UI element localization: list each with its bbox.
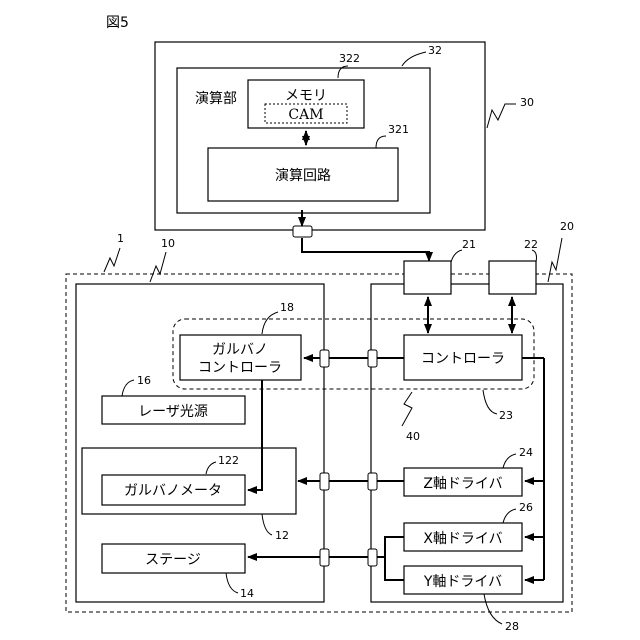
z-connector-a xyxy=(320,473,329,490)
galvano-connector-a xyxy=(320,350,329,367)
figure-title: 図5 xyxy=(106,15,129,31)
interface-21-box xyxy=(404,261,451,294)
ref-32: 32 xyxy=(428,44,442,57)
ref-16: 16 xyxy=(137,374,151,387)
compute-unit-label: 演算部 xyxy=(195,91,237,107)
ref-10: 10 xyxy=(161,237,175,250)
leader-16 xyxy=(122,380,134,396)
leader-28 xyxy=(484,594,502,624)
compute-circuit-label: 演算回路 xyxy=(275,168,331,184)
ref-18: 18 xyxy=(280,301,294,314)
leader-22 xyxy=(532,250,537,262)
leader-40 xyxy=(402,392,412,426)
ref-30: 30 xyxy=(520,96,534,109)
computer-bus-link xyxy=(302,238,429,261)
ref-321: 321 xyxy=(388,123,409,136)
ref-20: 20 xyxy=(560,220,574,233)
stage-label: ステージ xyxy=(145,552,201,568)
ref-1: 1 xyxy=(117,232,124,245)
ref-26: 26 xyxy=(519,501,533,514)
leader-21 xyxy=(451,250,462,262)
leader-12 xyxy=(262,514,272,535)
z-connector-b xyxy=(368,473,377,490)
y-driver-label: Y軸ドライバ xyxy=(423,574,502,590)
memory-label: メモリ xyxy=(285,88,327,104)
z-driver-label: Z軸ドライバ xyxy=(423,476,502,492)
leader-18 xyxy=(262,312,278,334)
ref-24: 24 xyxy=(519,446,533,459)
xy-driver-merge xyxy=(385,537,404,580)
leader-23 xyxy=(483,390,497,414)
laser-source-label: レーザ光源 xyxy=(138,404,208,420)
galvano-connector-b xyxy=(368,350,377,367)
leader-14 xyxy=(226,573,238,593)
computer-connector xyxy=(293,226,312,237)
control-unit-frame xyxy=(371,284,563,602)
leader-321 xyxy=(376,136,386,148)
stage-connector-b xyxy=(368,549,377,566)
x-driver-label: X軸ドライバ xyxy=(423,531,502,547)
leader-32 xyxy=(402,52,426,66)
leader-30 xyxy=(487,104,516,128)
leader-10 xyxy=(150,252,166,282)
leader-122 xyxy=(206,462,216,474)
ref-40: 40 xyxy=(406,430,420,443)
ref-21: 21 xyxy=(462,238,476,251)
ref-14: 14 xyxy=(240,587,254,600)
computer-outer-frame xyxy=(155,42,485,230)
controller-label: コントローラ xyxy=(421,351,505,367)
galvanometer-label: ガルバノメータ xyxy=(124,483,222,499)
ref-12: 12 xyxy=(275,529,289,542)
ref-122: 122 xyxy=(218,454,239,467)
leader-24 xyxy=(503,454,516,468)
interface-22-box xyxy=(489,261,536,294)
leader-20 xyxy=(548,238,562,282)
leader-1 xyxy=(104,248,120,272)
ref-28: 28 xyxy=(505,620,519,633)
galvano-controller-label-1: ガルバノ xyxy=(212,342,268,358)
galvano-controller-label-2: コントローラ xyxy=(198,360,282,376)
leader-26 xyxy=(503,509,516,523)
ref-23: 23 xyxy=(499,409,513,422)
ref-322: 322 xyxy=(339,52,360,65)
cam-label: CAM xyxy=(288,107,323,123)
stage-connector-a xyxy=(320,549,329,566)
ref-22: 22 xyxy=(524,238,538,251)
galvano-controller-meter-link xyxy=(248,380,262,490)
